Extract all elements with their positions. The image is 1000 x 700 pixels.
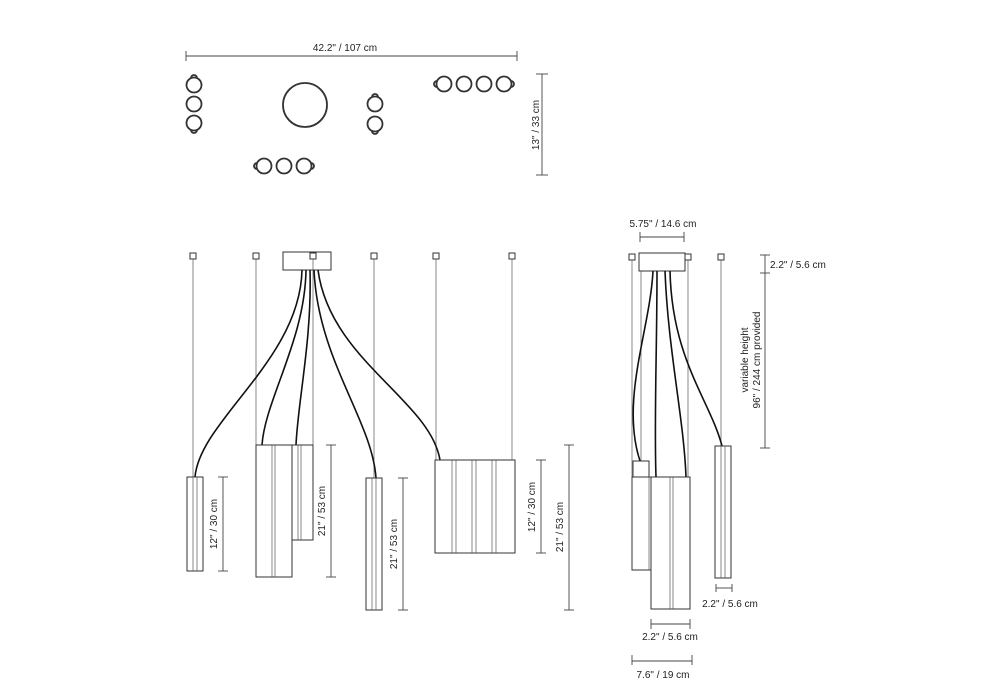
variable-height-label: variable height xyxy=(740,327,751,392)
plan-four-horizontal xyxy=(433,75,515,93)
plan-depth-dimension: 13" / 33 cm xyxy=(531,73,548,176)
pendant-quad xyxy=(434,459,516,554)
cable-length-label: 96" / 244 cm provided xyxy=(752,312,763,409)
power-cables xyxy=(194,269,441,479)
side-view: 5.75" / 14.6 cm 2.2" / 5.6 cm variable h… xyxy=(628,219,826,681)
dim-label-pendant-3: 21" / 53 cm xyxy=(389,519,400,569)
side-short-tube-top xyxy=(632,460,650,478)
plan-view: 42.2" / 107 cm 13" / 33 cm xyxy=(185,43,548,176)
dim-label-pendant-2: 21" / 53 cm xyxy=(317,486,328,536)
front-canopy xyxy=(282,251,332,271)
dim-label-overall: 21" / 53 cm xyxy=(555,502,566,552)
canopy-width-label: 5.75" / 14.6 cm xyxy=(630,219,697,230)
pendant-double xyxy=(255,444,314,578)
side-single-pendant xyxy=(714,445,732,579)
side-cluster-front xyxy=(650,476,691,610)
single-diameter-label: 2.2" / 5.6 cm xyxy=(702,599,758,610)
plan-width-label: 42.2" / 107 cm xyxy=(313,43,377,54)
side-canopy xyxy=(638,252,686,272)
pendant-single-long xyxy=(365,477,383,611)
canopy-height-label: 2.2" / 5.6 cm xyxy=(770,260,826,271)
ceiling-hooks xyxy=(189,252,516,260)
dim-label-pendant-4: 12" / 30 cm xyxy=(527,482,538,532)
plan-depth-label: 13" / 33 cm xyxy=(531,100,542,150)
pendant-single-short xyxy=(186,476,204,572)
side-power-cables xyxy=(632,270,723,478)
cluster-diameter-label: 2.2" / 5.6 cm xyxy=(642,632,698,643)
dim-label-pendant-1: 12" / 30 cm xyxy=(209,499,220,549)
plan-three-vertical xyxy=(185,74,203,134)
plan-two-vertical xyxy=(366,93,384,135)
plan-width-dimension: 42.2" / 107 cm xyxy=(185,43,518,61)
support-wires xyxy=(192,259,513,478)
plan-three-horizontal xyxy=(253,157,315,175)
cluster-width-label: 7.6" / 19 cm xyxy=(636,670,689,681)
plan-round-canopy xyxy=(282,82,328,128)
front-view: 12" / 30 cm 21" / 53 cm 21" / 53 cm 12" … xyxy=(186,251,574,611)
front-dimensions: 12" / 30 cm 21" / 53 cm 21" / 53 cm 12" … xyxy=(209,444,574,611)
